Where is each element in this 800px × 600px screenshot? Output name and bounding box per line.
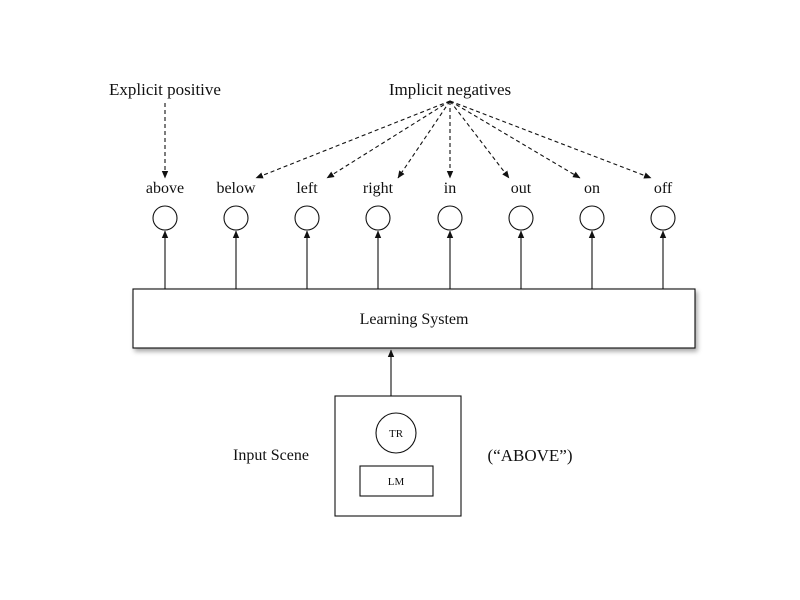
output-label-left: left	[296, 180, 318, 197]
learning-system-label: Learning System	[360, 311, 469, 328]
negative-arrow-out	[449, 100, 510, 179]
scene-caption: (“ABOVE”)	[488, 446, 573, 465]
trajector-label: TR	[389, 428, 404, 440]
output-node-on	[579, 205, 605, 231]
output-node-out	[508, 205, 534, 231]
output-node-below	[223, 205, 249, 231]
landmark-label: LM	[388, 476, 405, 488]
output-label-out: out	[511, 180, 532, 197]
output-node-in	[437, 205, 463, 231]
output-node-off	[650, 205, 676, 231]
implicit-negatives-label: Implicit negatives	[389, 80, 511, 99]
explicit-positive-label: Explicit positive	[109, 80, 221, 99]
negative-arrow-left	[326, 100, 451, 179]
negative-arrow-below	[255, 100, 451, 179]
learning-system-box	[132, 288, 696, 349]
output-node-left	[294, 205, 320, 231]
output-label-above: above	[146, 180, 184, 197]
negative-arrow-right	[397, 100, 451, 179]
negative-arrow-off	[449, 100, 652, 179]
output-label-on: on	[584, 180, 600, 197]
negative-arrow-on	[449, 100, 581, 179]
label-arrows	[161, 100, 652, 179]
output-label-below: below	[216, 180, 256, 197]
output-node-above	[152, 205, 178, 231]
output-label-in: in	[444, 180, 456, 197]
output-units: above below left right in out on off	[146, 180, 676, 289]
trajector-circle	[375, 412, 417, 454]
output-node-right	[365, 205, 391, 231]
landmark-box	[359, 465, 434, 497]
input-scene-label: Input Scene	[233, 447, 309, 464]
output-label-right: right	[363, 180, 394, 197]
output-label-off: off	[654, 180, 673, 197]
